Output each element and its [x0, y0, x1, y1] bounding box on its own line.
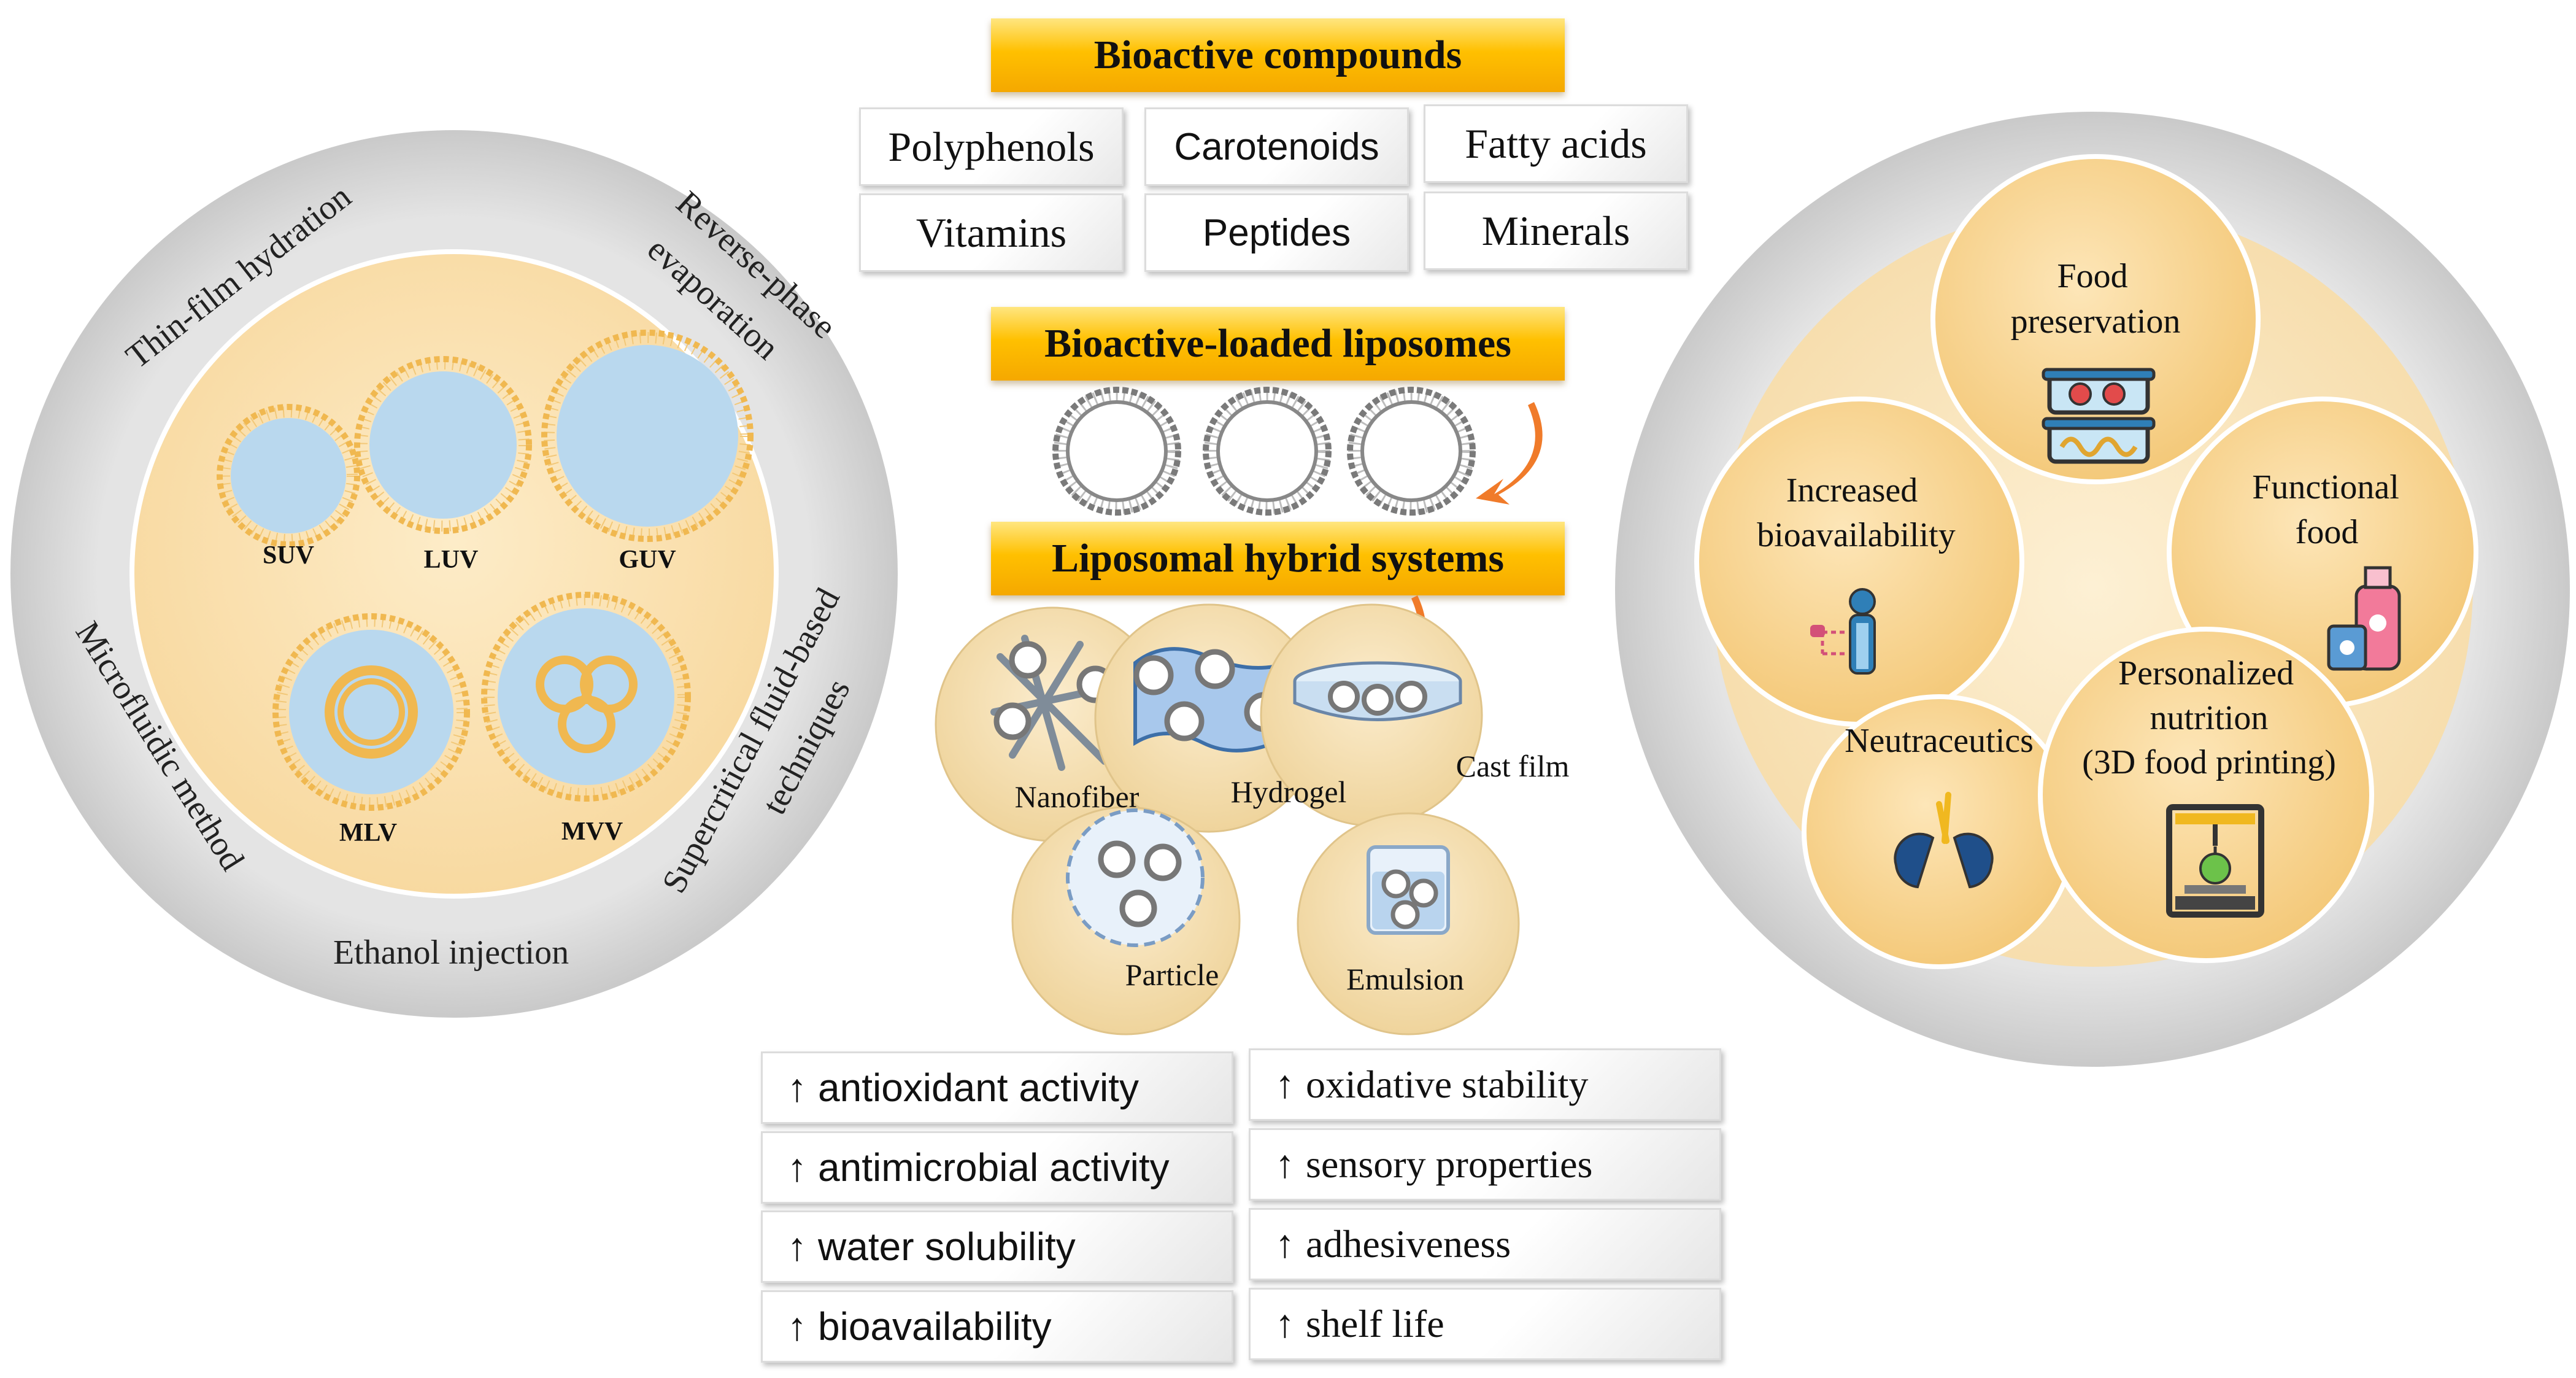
- app-label-functional-2: food: [2296, 513, 2359, 551]
- app-label-personalized-1: Personalized: [2118, 654, 2294, 692]
- capsule-icon: [1894, 792, 1994, 889]
- bottle-jar-icon: [2327, 566, 2401, 671]
- effect-label: sensory properties: [1306, 1142, 1593, 1186]
- vesicle-luv: [354, 356, 532, 534]
- effect-oxidative-stability: ↑ oxidative stability: [1249, 1048, 1721, 1121]
- effect-sensory-properties: ↑sensory properties: [1249, 1128, 1721, 1201]
- app-personalized-nutrition: [2038, 627, 2374, 963]
- label-nanofiber: Nanofiber: [1015, 780, 1140, 814]
- liposomes-and-hybrids-diagram: Nanofiber Hydrogel Cast film Particle Em…: [935, 387, 1570, 1035]
- app-label-food-1: Food: [2057, 257, 2127, 295]
- app-label-bioavail-1: Increased: [1786, 471, 1918, 509]
- app-label-food-2: preservation: [2011, 303, 2181, 341]
- effect-label: shelf life: [1306, 1302, 1444, 1345]
- effect-label: adhesiveness: [1306, 1222, 1511, 1266]
- effect-shelf-life: ↑ shelf life: [1249, 1288, 1721, 1360]
- hybrid-hydrogel: [1094, 603, 1324, 833]
- up-arrow-icon: ↑: [787, 1145, 807, 1190]
- method-ethanol-injection: Ethanol injection: [333, 934, 569, 972]
- app-label-functional-1: Functional: [2252, 468, 2399, 506]
- app-label-personalized-3: (3D food printing): [2082, 743, 2336, 781]
- effect-label: bioavailability: [818, 1304, 1052, 1349]
- up-arrow-icon: ↑: [1275, 1142, 1295, 1186]
- compound-vitamins: Vitamins: [859, 193, 1124, 272]
- label-cast-film: Cast film: [1456, 749, 1570, 783]
- preparation-methods-diagram: Thin-film hydration Reverse-phase evapor…: [8, 128, 900, 1020]
- applications-diagram: Food preservation Increased bioavailabil…: [1613, 110, 2572, 1069]
- app-food-preservation: [1930, 154, 2261, 484]
- effect-antioxidant-activity: ↑antioxidant activity: [761, 1051, 1233, 1124]
- loaded-liposome-2: [1203, 387, 1332, 516]
- compound-fatty-acids: Fatty acids: [1424, 104, 1688, 183]
- up-arrow-icon: ↑: [1275, 1063, 1295, 1106]
- effect-label: water solubility: [818, 1225, 1076, 1269]
- loaded-liposome-3: [1347, 387, 1476, 516]
- up-arrow-icon: ↑: [787, 1225, 807, 1269]
- bioactive-compounds-banner: Bioactive compounds: [991, 18, 1565, 92]
- app-increased-bioavailability: [1694, 397, 2024, 727]
- vesicle-types-panel: [129, 249, 779, 899]
- label-hydrogel: Hydrogel: [1231, 775, 1347, 809]
- compound-carotenoids: Carotenoids: [1144, 107, 1409, 186]
- effect-bioavailability: ↑bioavailability: [761, 1290, 1233, 1363]
- loaded-liposome-1: [1052, 387, 1181, 516]
- hybrid-emulsion: [1297, 812, 1520, 1035]
- compound-peptides: Peptides: [1144, 193, 1409, 272]
- label-luv: LUV: [424, 546, 479, 574]
- effect-label: antimicrobial activity: [818, 1145, 1170, 1190]
- up-arrow-icon: ↑: [1275, 1302, 1295, 1345]
- hybrid-cast-film: [1260, 603, 1483, 827]
- effect-antimicrobial-activity: ↑antimicrobial activity: [761, 1131, 1233, 1204]
- hybrid-particle: [1011, 806, 1241, 1035]
- food-container-icon: [2042, 368, 2156, 464]
- app-label-neutraceutics: Neutraceutics: [1845, 722, 2034, 760]
- vesicle-mvv: [481, 592, 691, 802]
- up-arrow-icon: ↑: [787, 1304, 807, 1349]
- vesicle-suv: [217, 404, 360, 548]
- effect-label: antioxidant activity: [818, 1066, 1139, 1110]
- label-emulsion: Emulsion: [1346, 962, 1464, 996]
- up-arrow-icon: ↑: [787, 1066, 807, 1110]
- liposomal-hybrid-systems-banner: Liposomal hybrid systems: [991, 522, 1565, 595]
- curved-arrow-icon: [1476, 402, 1543, 505]
- body-absorption-icon: [1810, 588, 1876, 675]
- vesicle-mlv: [272, 613, 470, 811]
- effect-adhesiveness: ↑adhesiveness: [1249, 1208, 1721, 1280]
- label-mvv: MVV: [561, 818, 623, 846]
- effect-label: oxidative stability: [1306, 1063, 1589, 1106]
- bioactive-loaded-liposomes-banner: Bioactive-loaded liposomes: [991, 307, 1565, 381]
- compound-polyphenols: Polyphenols: [859, 107, 1124, 186]
- label-mlv: MLV: [339, 819, 397, 847]
- compound-minerals: Minerals: [1424, 192, 1688, 270]
- vesicle-guv: [541, 330, 754, 542]
- up-arrow-icon: ↑: [1275, 1222, 1295, 1266]
- label-guv: GUV: [619, 546, 676, 574]
- label-particle: Particle: [1125, 958, 1219, 992]
- effect-water-solubility: ↑water solubility: [761, 1210, 1233, 1283]
- 3d-printer-icon: [2166, 804, 2264, 918]
- app-label-bioavail-2: bioavailability: [1757, 516, 1955, 554]
- app-label-personalized-2: nutrition: [2150, 699, 2269, 737]
- label-suv: SUV: [263, 541, 314, 570]
